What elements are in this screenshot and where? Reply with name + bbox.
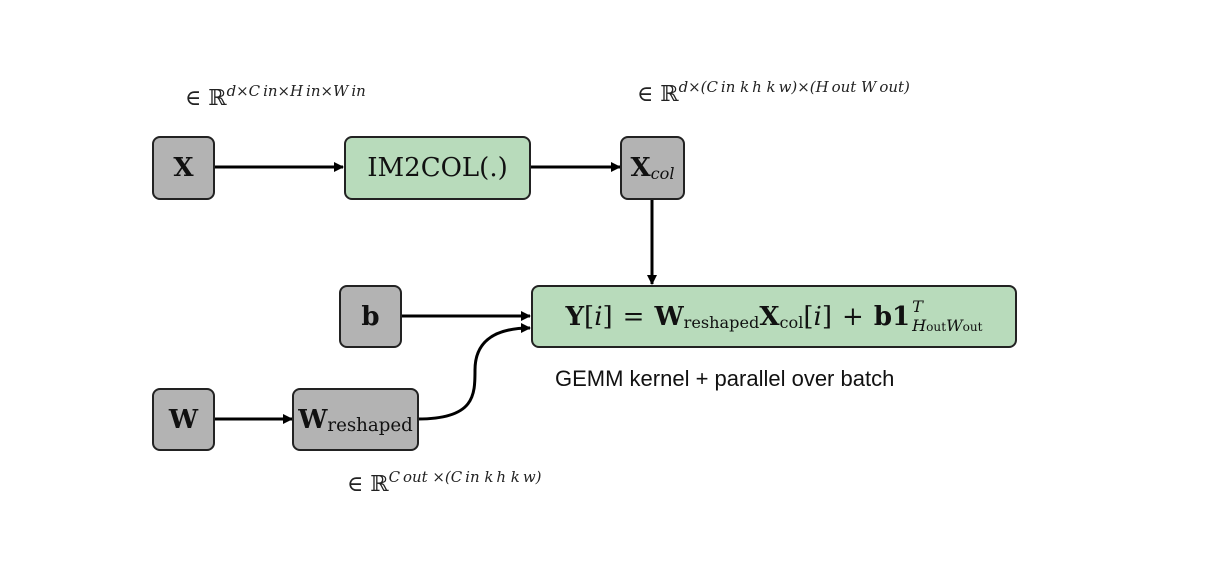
bias-label: b [361, 301, 380, 332]
arrow-wreshaped-to-gemm [417, 323, 531, 421]
w-input-label: W [168, 404, 199, 435]
gemm-w: W [654, 301, 684, 332]
wreshaped-base: W [298, 404, 328, 435]
xcol-base: X [630, 153, 651, 183]
x-input-node: X [152, 136, 215, 200]
im2col-node: IM2COL(.) [344, 136, 531, 200]
x-dimension-annotation: ∈ ℝd×C in×H in×W in [185, 82, 366, 111]
gemm-caption: GEMM kernel + parallel over batch [555, 366, 895, 391]
gemm-y: Y [565, 301, 585, 332]
xcol-dimension-annotation: ∈ ℝd×(C in k h k w)×(H out W out) [637, 78, 910, 107]
wreshaped-dimension-annotation: ∈ ℝC out ×(C in k h k w) [347, 468, 542, 497]
gemm-x: X [759, 301, 780, 332]
x-input-label: X [173, 153, 194, 183]
wreshaped-subscript: reshaped [327, 415, 413, 437]
bias-node: b [339, 285, 402, 348]
im2col-label: IM2COL(.) [367, 153, 508, 183]
gemm-bias: b [873, 301, 892, 332]
xcol-subscript: col [650, 164, 675, 184]
w-input-node: W [152, 388, 215, 451]
gemm-ones: 1 [892, 301, 911, 332]
